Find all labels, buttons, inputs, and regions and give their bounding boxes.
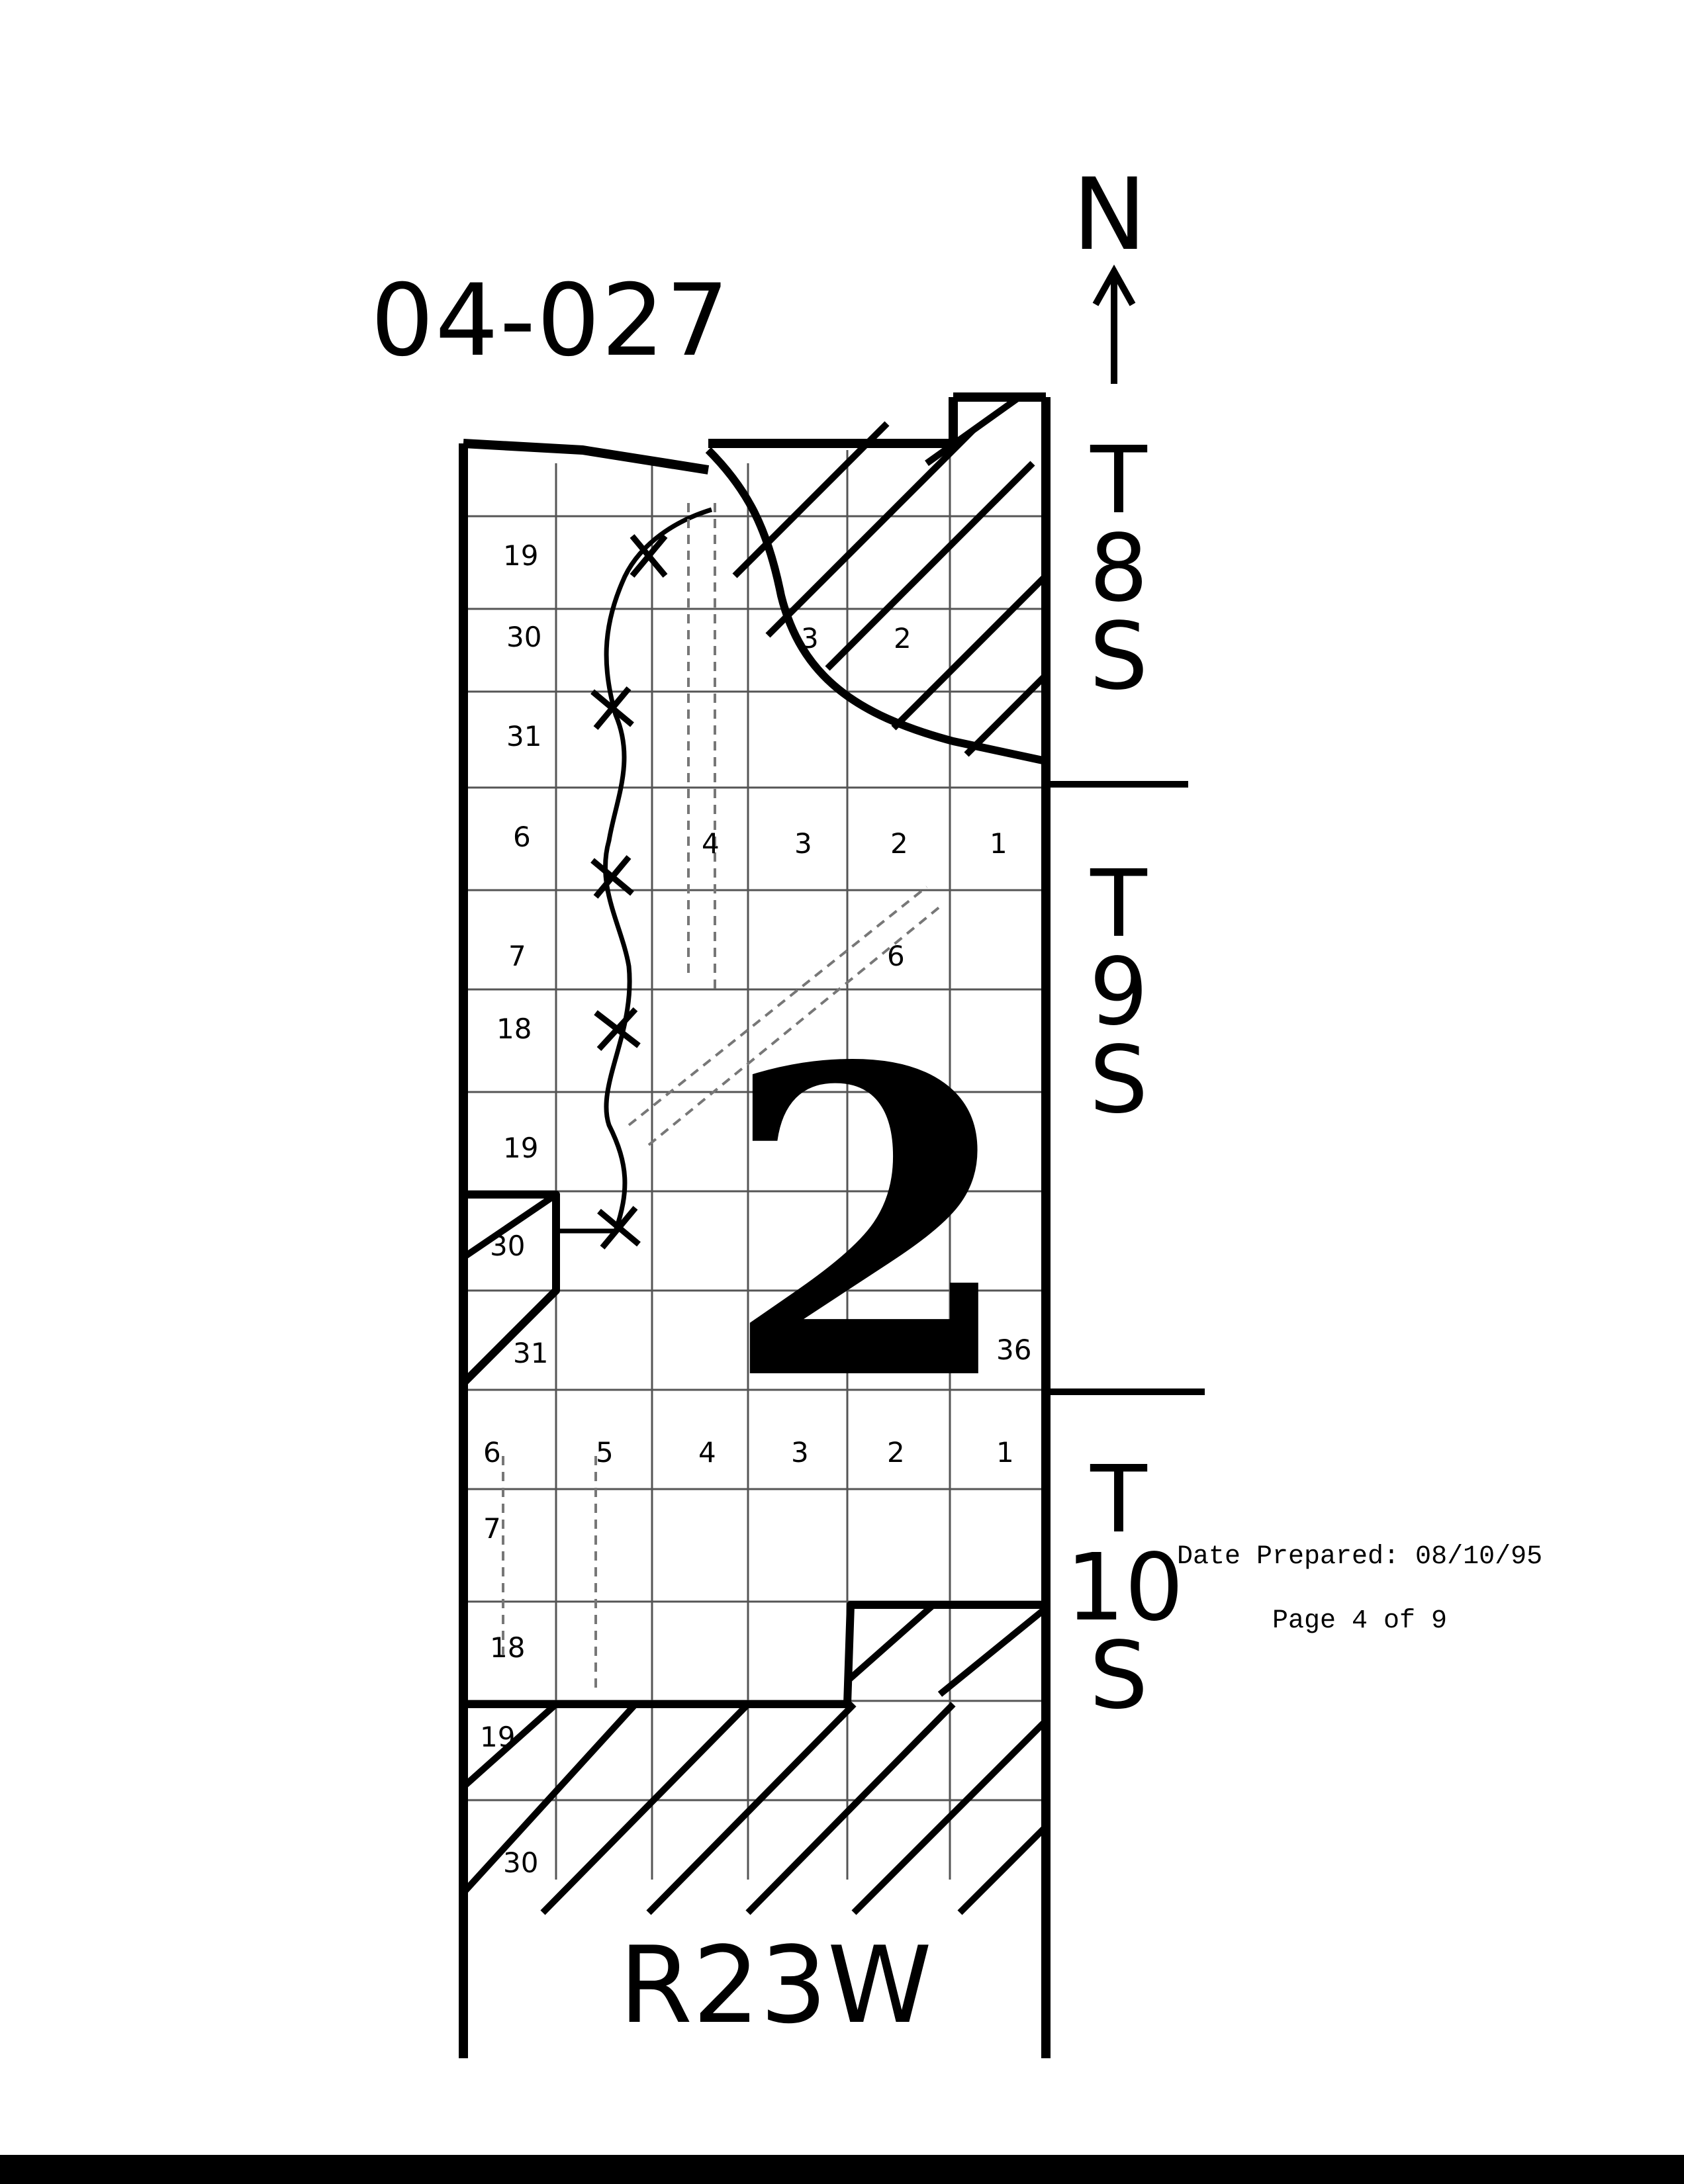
township-label-t8s: T 8 S <box>1089 427 1148 711</box>
section-label: 19 <box>503 539 539 572</box>
section-label: 30 <box>490 1230 526 1262</box>
date-prepared: Date Prepared: 08/10/95 <box>1177 1542 1543 1572</box>
section-label: 3 <box>791 1436 809 1469</box>
section-label: 6 <box>887 940 905 972</box>
section-label: 6 <box>513 821 531 853</box>
section-label: 31 <box>513 1337 549 1369</box>
section-label: 5 <box>596 1436 614 1469</box>
north-label: N <box>1072 158 1147 273</box>
section-label: 6 <box>483 1436 501 1469</box>
range-label: R23W <box>619 1923 932 2047</box>
section-label: 2 <box>887 1436 905 1469</box>
map-id-label: 04-027 <box>371 263 731 379</box>
section-label: 30 <box>506 621 542 653</box>
zone-boundary <box>460 447 1047 1708</box>
section-label: 30 <box>503 1846 539 1879</box>
section-label: 7 <box>483 1512 501 1545</box>
township-lines <box>1046 781 1205 1395</box>
section-label: 2 <box>890 827 908 860</box>
section-label: 3 <box>801 622 819 655</box>
bottom-scan-edge <box>0 2155 1684 2184</box>
section-label: 36 <box>996 1334 1032 1366</box>
section-label: 3 <box>794 827 812 860</box>
section-label: 4 <box>698 1436 716 1469</box>
section-label: 19 <box>480 1721 516 1753</box>
river-line <box>556 507 713 1234</box>
section-label: 31 <box>506 720 542 752</box>
north-arrow-icon <box>1092 264 1136 384</box>
section-label: 4 <box>702 827 720 860</box>
river-crossings <box>590 534 668 1250</box>
section-label: 1 <box>990 827 1007 860</box>
zone-number: 2 <box>722 976 1017 1473</box>
section-label: 1 <box>996 1436 1014 1469</box>
section-label: 18 <box>490 1631 526 1664</box>
section-label: 2 <box>894 622 912 655</box>
hatch-south <box>461 1602 1049 1915</box>
section-label: 19 <box>503 1132 539 1164</box>
hatch-ne <box>732 394 1049 757</box>
range-boundary <box>459 392 1051 2058</box>
section-label: 7 <box>508 940 526 972</box>
section-label: 18 <box>496 1013 532 1045</box>
township-label-t10s: T 10 S <box>1066 1446 1184 1730</box>
township-label-t9s: T 9 S <box>1089 850 1148 1134</box>
page-number: Page 4 of 9 <box>1272 1606 1448 1636</box>
road-lines <box>502 503 941 1688</box>
